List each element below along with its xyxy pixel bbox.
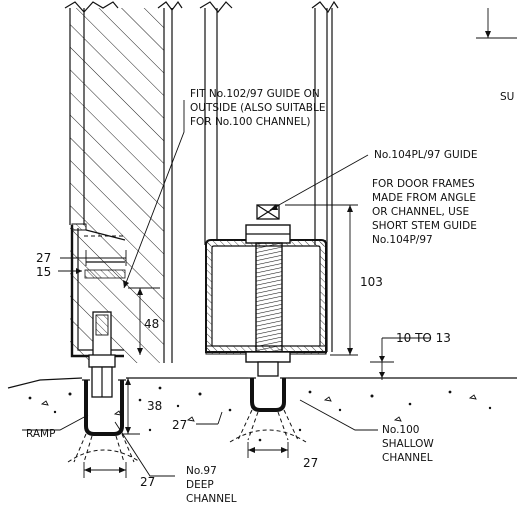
dim-27-bottom-left: 27 bbox=[140, 475, 155, 489]
dimension-lines bbox=[58, 204, 430, 478]
door-frames-line5: No.104P/97 bbox=[372, 234, 433, 246]
dim-48: 48 bbox=[144, 317, 159, 331]
dim-27-top: 27 bbox=[36, 251, 51, 265]
door-frames-line3: OR CHANNEL, USE bbox=[372, 206, 469, 218]
shallow-channel-line1: No.100 bbox=[382, 424, 419, 436]
ramp-label: RAMP bbox=[26, 428, 55, 440]
door-frames-line2: MADE FROM ANGLE bbox=[372, 192, 476, 204]
deep-channel-line3: CHANNEL bbox=[186, 493, 237, 505]
fit-guide-label-line1: FIT No.102/97 GUIDE ON bbox=[190, 88, 320, 100]
left-door-panel bbox=[64, 0, 183, 363]
door-frames-line4: SHORT STEM GUIDE bbox=[372, 220, 477, 232]
right-threaded-guide bbox=[245, 204, 291, 377]
dim-103: 103 bbox=[360, 275, 383, 289]
dim-27-mid: 27 bbox=[172, 418, 187, 432]
fit-guide-label-line3: FOR No.100 CHANNEL) bbox=[190, 116, 310, 128]
fit-guide-label-line2: OUTSIDE (ALSO SUITABLE bbox=[190, 102, 326, 114]
leader-lines bbox=[22, 8, 517, 477]
door-frames-line1: FOR DOOR FRAMES bbox=[372, 178, 475, 190]
shallow-channel-line3: CHANNEL bbox=[382, 452, 433, 464]
deep-channel bbox=[82, 379, 126, 436]
guide-104pl-label: No.104PL/97 GUIDE bbox=[374, 149, 478, 161]
floor-concrete bbox=[7, 377, 517, 463]
deep-channel-line2: DEEP bbox=[186, 479, 214, 491]
su-fragment: SU bbox=[500, 91, 514, 103]
shallow-channel bbox=[248, 377, 288, 412]
left-guide-stem bbox=[88, 311, 116, 398]
shallow-channel-line2: SHALLOW bbox=[382, 438, 434, 450]
dim-27-bottom-right: 27 bbox=[303, 456, 318, 470]
dim-38: 38 bbox=[147, 399, 162, 413]
dim-10-to-13: 10 TO 13 bbox=[396, 331, 451, 345]
deep-channel-line1: No.97 bbox=[186, 465, 217, 477]
annotation-text: FIT No.102/97 GUIDE ON OUTSIDE (ALSO SUI… bbox=[26, 88, 514, 505]
dim-15: 15 bbox=[36, 265, 51, 279]
